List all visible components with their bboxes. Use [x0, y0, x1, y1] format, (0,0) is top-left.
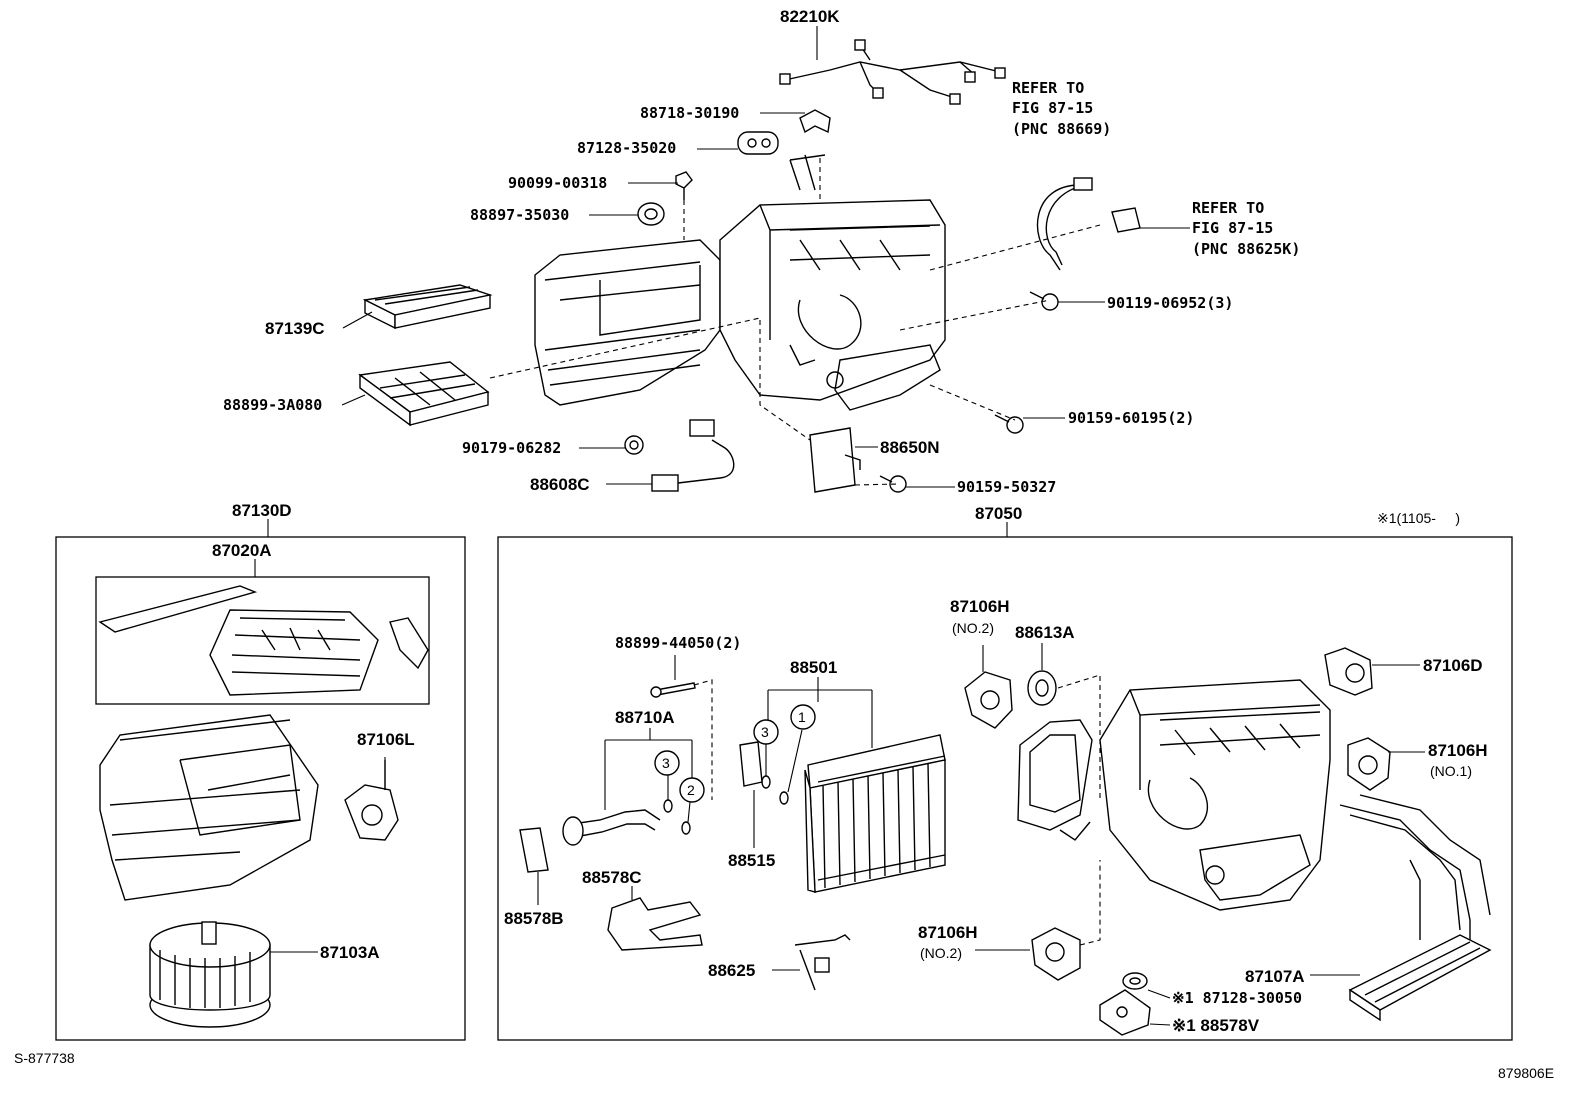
ref1-line3: (PNC 88669) — [1012, 120, 1111, 138]
label-87139C: 87139C — [265, 319, 325, 338]
label-88899-44050: 88899-44050(2) — [615, 634, 741, 652]
label-87106H-no2-bottom: 87106H — [918, 923, 978, 942]
blower-bracket — [389, 617, 429, 670]
footer-left-code: S-877738 — [14, 1050, 75, 1066]
grommet-87128-35020 — [737, 131, 779, 155]
grommet-87128-30050 — [1122, 972, 1171, 999]
label-87106H-no2-top: 87106H — [950, 597, 1010, 616]
label-88578B: 88578B — [504, 909, 564, 928]
right-group-box — [497, 536, 1513, 1041]
label-90099-00318: 90099-00318 — [508, 174, 607, 192]
insulator-88578C — [607, 886, 703, 951]
circle-number-3b: 3 — [662, 755, 670, 771]
circle-callout-3a — [753, 719, 779, 745]
circle-number-2: 2 — [687, 782, 695, 798]
label-no1: (NO.1) — [1430, 763, 1472, 779]
label-no2-top: (NO.2) — [952, 620, 994, 636]
actuator-87106H-no1 — [1347, 737, 1425, 791]
label-90179-06282: 90179-06282 — [462, 439, 561, 457]
blower-motor-87103A — [149, 921, 271, 1028]
expansion-valve-88515 — [739, 741, 763, 848]
o-rings — [663, 729, 803, 835]
label-90159-60195: 90159-60195(2) — [1068, 409, 1194, 427]
footer-right-code: 879806E — [1498, 1065, 1554, 1081]
sensor-harness — [1036, 177, 1141, 271]
ref2-line1: REFER TO — [1192, 199, 1264, 217]
label-87106H-no1: 87106H — [1428, 741, 1488, 760]
heater-unit-top — [534, 154, 946, 411]
label-88899-3A080: 88899-3A080 — [223, 396, 322, 414]
wire-harness-82210K — [779, 39, 1006, 105]
label-88625: 88625 — [708, 961, 755, 980]
screw-88899-44050 — [650, 655, 713, 800]
label-87106L: 87106L — [357, 730, 415, 749]
bracket-88718 — [799, 109, 831, 134]
pipe-88710A — [562, 728, 693, 846]
gasket-strip — [98, 585, 258, 633]
heater-unit-detail — [1017, 679, 1331, 911]
insulator-88578B — [519, 827, 549, 905]
actuator-87106H-no2-bottom — [975, 860, 1101, 981]
filter-88899-3A080 — [358, 361, 490, 427]
circle-number-1: 1 — [798, 709, 806, 725]
label-88897-35030: 88897-35030 — [470, 206, 569, 224]
circle-callout-1 — [790, 704, 816, 730]
label-88578V: ※1 88578V — [1172, 1016, 1260, 1035]
nut-90179 — [624, 435, 644, 455]
label-88608C: 88608C — [530, 475, 590, 494]
label-no2-bottom: (NO.2) — [920, 945, 962, 961]
top-leader-lines — [341, 26, 1190, 488]
label-87103A: 87103A — [320, 943, 380, 962]
blower-upper-case — [209, 609, 379, 696]
actuator-87106H-no2-top — [964, 645, 1013, 729]
label-87128-35020: 87128-35020 — [577, 139, 676, 157]
label-87050: 87050 — [975, 504, 1022, 523]
label-90119-06952: 90119-06952(3) — [1107, 294, 1233, 312]
actuator-87106L — [344, 760, 399, 841]
heater-core-87107A — [1310, 794, 1492, 1022]
label-88578C: 88578C — [582, 868, 642, 887]
ref1-line1: REFER TO — [1012, 79, 1084, 97]
sensor-88625 — [772, 934, 851, 991]
inner-group-box — [95, 576, 430, 705]
ref2-line2: FIG 87-15 — [1192, 219, 1273, 237]
screw-90159-60195 — [994, 414, 1024, 434]
label-88650N: 88650N — [880, 438, 940, 457]
circle-number-3a: 3 — [761, 724, 769, 740]
screw-90159-50327 — [879, 475, 907, 493]
circle-callout-3b — [654, 750, 680, 776]
ref1-line2: FIG 87-15 — [1012, 99, 1093, 117]
label-87107A: 87107A — [1245, 967, 1305, 986]
note-range: ※1(1105- ) — [1377, 510, 1460, 526]
actuator-87106D — [1324, 647, 1420, 696]
clip-90099 — [675, 171, 693, 200]
label-82210K: 82210K — [780, 7, 840, 26]
gear-88613A — [1027, 643, 1101, 800]
label-88613A: 88613A — [1015, 623, 1075, 642]
label-90159-50327: 90159-50327 — [957, 478, 1056, 496]
ref2-line3: (PNC 88625K) — [1192, 240, 1300, 258]
label-88501: 88501 — [790, 658, 837, 677]
label-88710A: 88710A — [615, 708, 675, 727]
label-88718-30190: 88718-30190 — [640, 104, 739, 122]
label-87128-30050: ※1 87128-30050 — [1172, 989, 1302, 1007]
label-87130D: 87130D — [232, 501, 292, 520]
label-87020A: 87020A — [212, 541, 272, 560]
ecu-88650N — [809, 427, 861, 493]
filter-87139C — [362, 284, 493, 330]
label-87106D: 87106D — [1423, 656, 1483, 675]
left-group-box — [55, 536, 466, 1041]
harness-88608C — [651, 419, 735, 492]
evaporator-88501 — [767, 677, 946, 893]
seal-88578V — [1099, 989, 1171, 1036]
blower-housing — [99, 714, 319, 901]
label-88515: 88515 — [728, 851, 775, 870]
seal-88897 — [637, 202, 665, 226]
